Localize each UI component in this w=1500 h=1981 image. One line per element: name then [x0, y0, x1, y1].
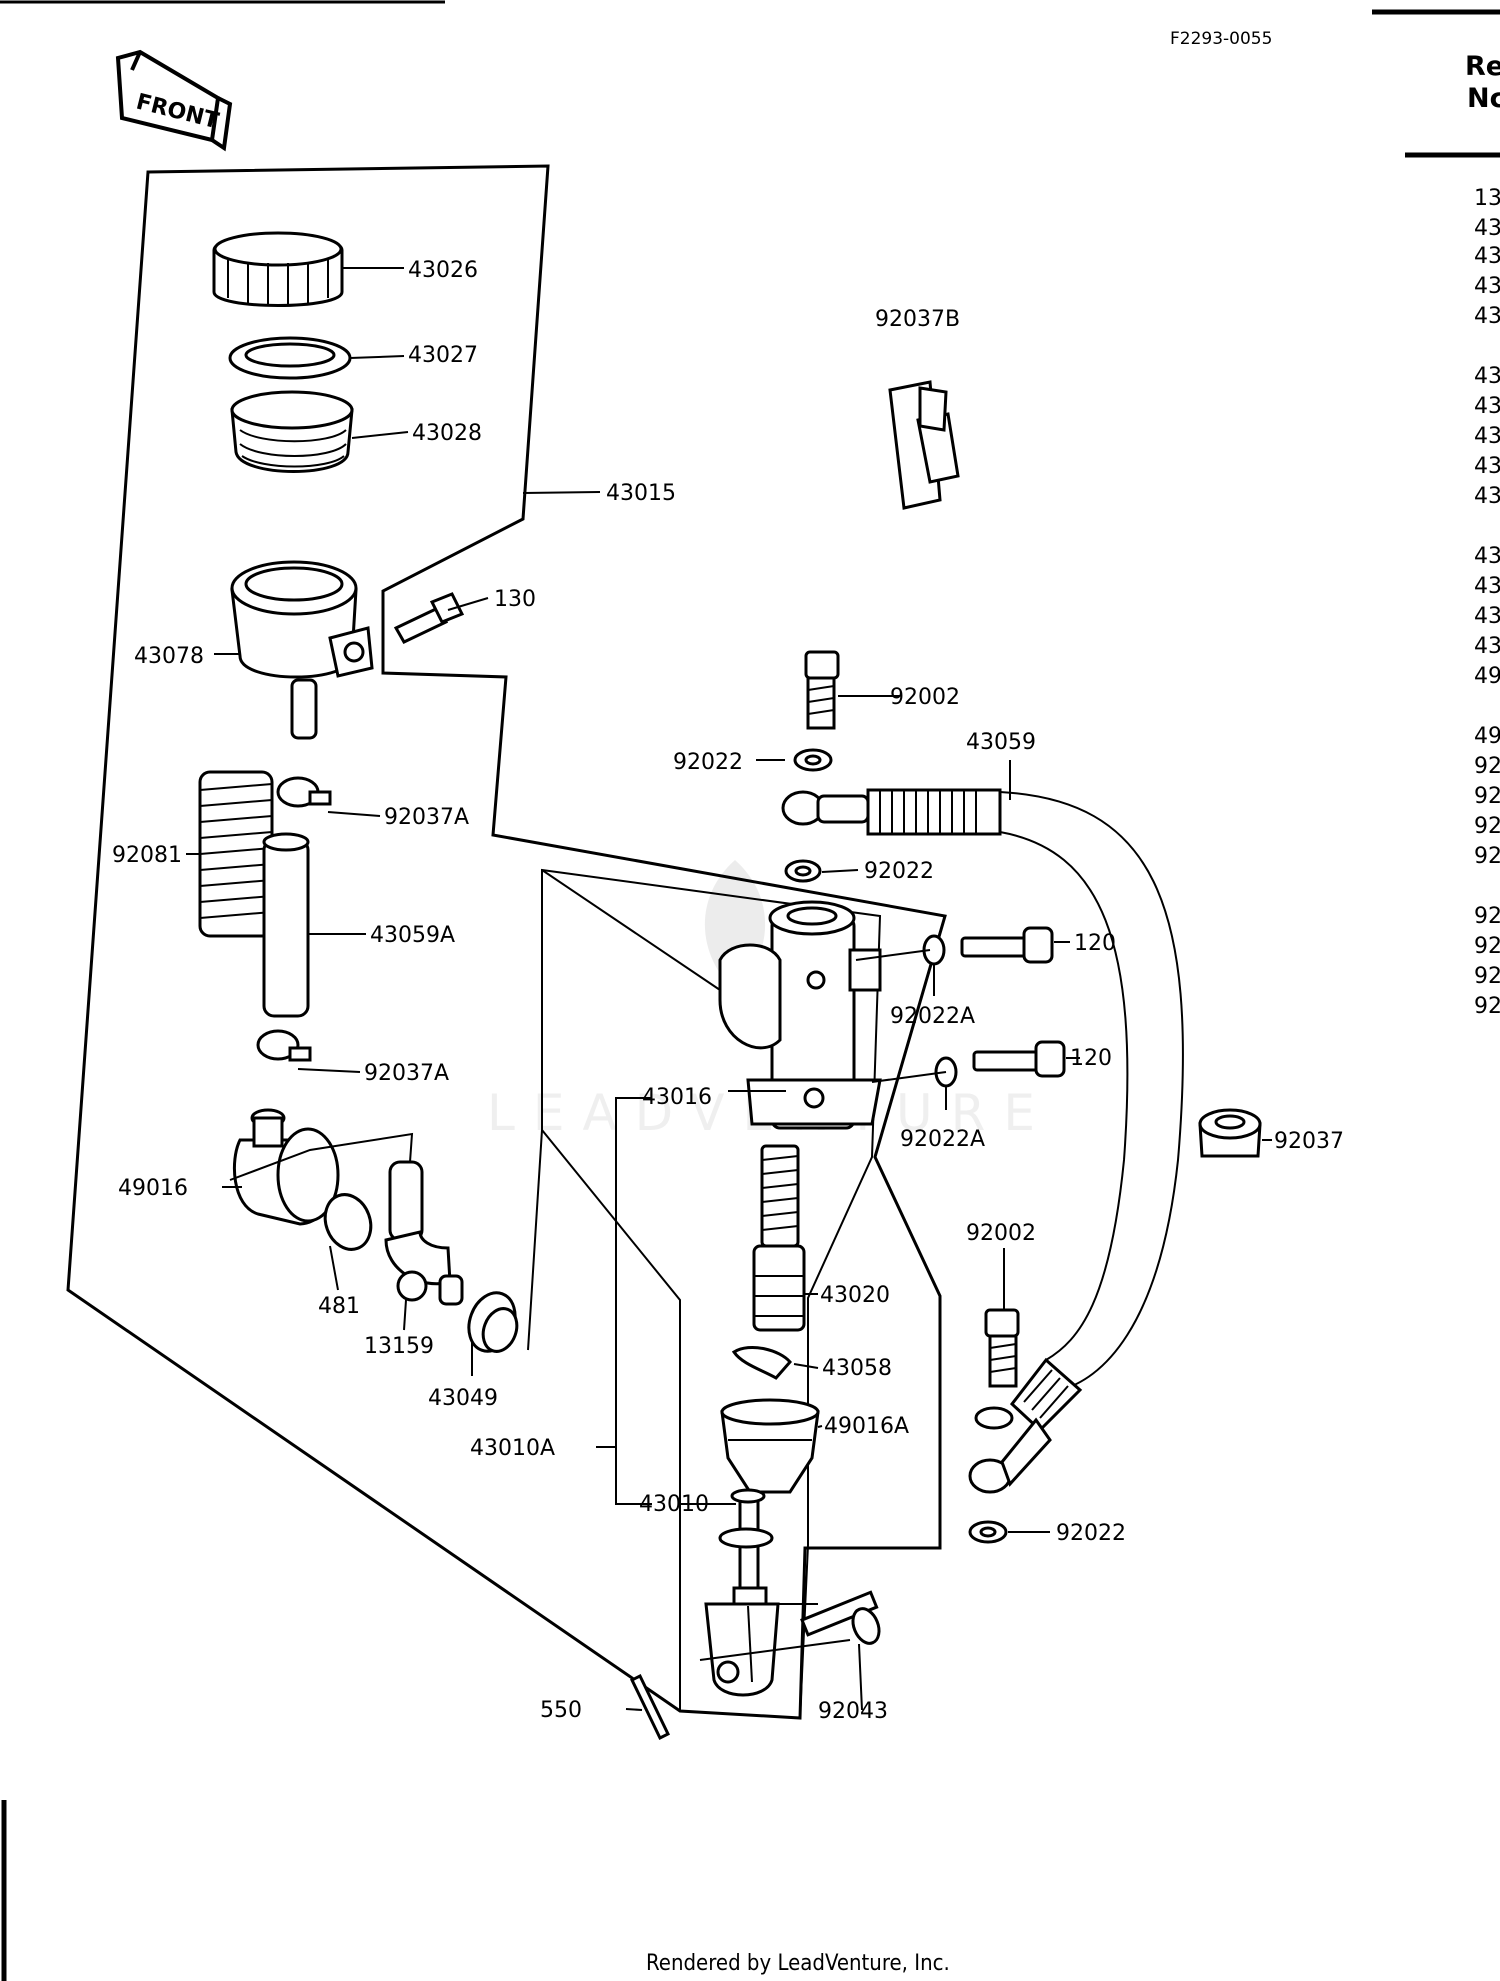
ref-header-line2: Nc [1467, 83, 1500, 114]
washer-92022-2 [784, 859, 822, 883]
ref-header-line1: Re [1465, 51, 1500, 82]
ref-list-item: 43 [1474, 604, 1500, 629]
callout-13159: 13159 [364, 1334, 434, 1359]
piston-43020 [752, 1144, 806, 1332]
front-arrow: FRONT [115, 49, 233, 152]
callout-43027: 43027 [408, 343, 478, 368]
ref-list-item: 92 [1474, 934, 1500, 959]
clamp-92037A-upper [276, 776, 332, 808]
ref-list-item: 92 [1474, 964, 1500, 989]
callout-120-lower: 120 [1070, 1046, 1112, 1071]
callout-92037: 92037 [1274, 1129, 1344, 1154]
callout-43010A: 43010A [470, 1436, 555, 1461]
callout-92022-upper: 92022 [673, 750, 743, 775]
diaphragm-43028 [230, 390, 354, 473]
ref-list-item: 43 [1474, 244, 1500, 269]
callout-92022A-upper: 92022A [890, 1004, 975, 1029]
figure-code: F2293-0055 [1170, 29, 1272, 49]
bracket-92037B [888, 380, 960, 510]
seal-43049 [467, 1291, 519, 1353]
ref-list-item: 92 [1474, 784, 1500, 809]
callout-43026: 43026 [408, 258, 478, 283]
washer-92022-3 [968, 1520, 1008, 1544]
boot-49016 [233, 1108, 340, 1226]
clamp-92037A-lower [256, 1029, 312, 1062]
ref-list-item: 13 [1474, 186, 1500, 211]
cotter-pin-550 [630, 1673, 670, 1741]
callout-92037A-upper: 92037A [384, 805, 469, 830]
boot-49016A [720, 1398, 820, 1494]
callout-43059: 43059 [966, 730, 1036, 755]
callout-92043: 92043 [818, 1699, 888, 1724]
outline-connector [527, 870, 543, 1351]
callout-43078: 43078 [134, 644, 204, 669]
callout-43028: 43028 [412, 421, 482, 446]
bolt-92002-lower [974, 1308, 1020, 1430]
grommet-92037 [1198, 1108, 1262, 1158]
callout-43016: 43016 [642, 1085, 712, 1110]
ref-number-list: 13 43 43 43 43 43 43 43 43 43 43 43 43 43 49 49 92 92 92 92… [1474, 186, 1500, 1019]
ref-list-item: 43 [1474, 634, 1500, 659]
bolt-92002-upper [804, 650, 840, 730]
ref-list-item: 43 [1474, 394, 1500, 419]
callout-49016: 49016 [118, 1176, 188, 1201]
callout-481: 481 [318, 1294, 360, 1319]
ref-list-item: 92 [1474, 904, 1500, 929]
callout-92002-lower: 92002 [966, 1221, 1036, 1246]
ref-list-item: 43 [1474, 364, 1500, 389]
callout-550: 550 [540, 1698, 582, 1723]
hose-43059A [262, 832, 310, 1018]
fitting-13159 [384, 1160, 464, 1306]
callout-92081: 92081 [112, 843, 182, 868]
ref-list-item: 43 [1474, 304, 1500, 329]
ref-list-item: 43 [1474, 454, 1500, 479]
callout-43010: 43010 [639, 1492, 709, 1517]
master-cylinder-outline [541, 868, 882, 1720]
bolt-120-lower [934, 1040, 1066, 1088]
callout-43049: 43049 [428, 1386, 498, 1411]
ref-list-item: 43 [1474, 484, 1500, 509]
ref-list-item: 92 [1474, 994, 1500, 1019]
circlip-481 [323, 1193, 373, 1251]
cap-43026 [212, 231, 344, 307]
clip-43058 [731, 1345, 792, 1380]
leaders [186, 267, 1272, 1711]
callout-120-upper: 120 [1074, 931, 1116, 956]
pin-92043 [800, 1590, 881, 1645]
callout-49016A: 49016A [824, 1414, 909, 1439]
callout-43058: 43058 [822, 1356, 892, 1381]
ref-list-item: 49 [1474, 724, 1500, 749]
ref-list-item: 43 [1474, 574, 1500, 599]
hose-43059 [781, 788, 1184, 1494]
ref-list-item: 92 [1474, 814, 1500, 839]
ref-list-item: 43 [1474, 424, 1500, 449]
bolt-120-upper [922, 926, 1054, 966]
callout-130: 130 [494, 587, 536, 612]
callout-43015: 43015 [606, 481, 676, 506]
callout-43059A: 43059A [370, 923, 455, 948]
plate-43027 [228, 336, 352, 380]
callout-92002-upper: 92002 [890, 685, 960, 710]
ref-list-item: 43 [1474, 544, 1500, 569]
callout-92037A-lower: 92037A [364, 1061, 449, 1086]
pushrod-43010 [704, 1488, 780, 1697]
reservoir-43078 [230, 560, 374, 740]
screw-130 [393, 592, 465, 644]
ref-list-item: 49 [1474, 664, 1500, 689]
front-arrow-icon [115, 49, 221, 143]
footer-credit: Rendered by LeadVenture, Inc. [646, 1951, 950, 1976]
ref-list-item: 92 [1474, 754, 1500, 779]
callout-43020: 43020 [820, 1283, 890, 1308]
ref-list-item: 92 [1474, 844, 1500, 869]
ref-list-item: 43 [1474, 274, 1500, 299]
washer-92022-1 [793, 748, 833, 772]
callout-92022-middle: 92022 [864, 859, 934, 884]
spring-92081 [198, 770, 274, 938]
callout-92037B: 92037B [875, 307, 960, 332]
callout-92022A-lower: 92022A [900, 1127, 985, 1152]
callout-92022-lower: 92022 [1056, 1521, 1126, 1546]
ref-list-item: 43 [1474, 216, 1500, 241]
